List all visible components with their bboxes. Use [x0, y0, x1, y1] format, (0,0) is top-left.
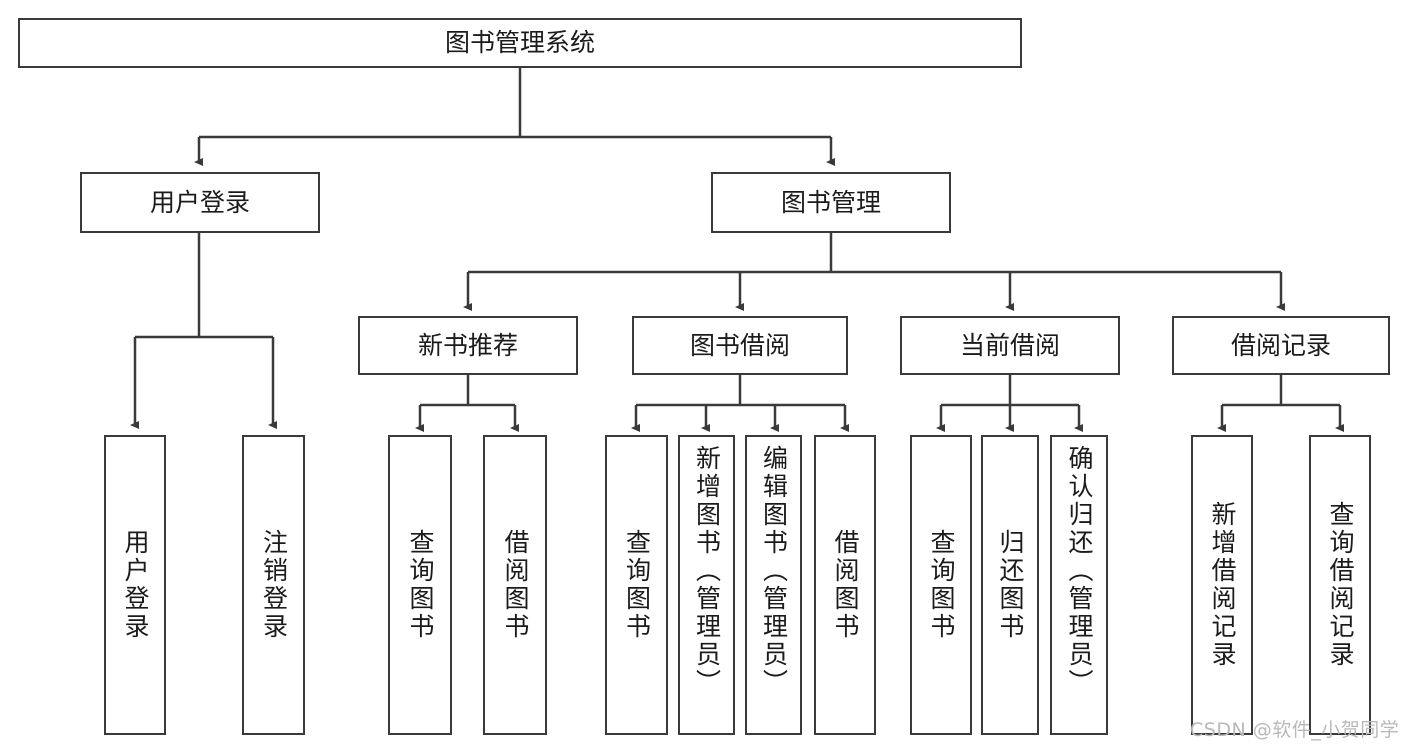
- node-label: 查询借阅记录: [1326, 501, 1355, 669]
- node-label: 查询图书: [622, 529, 652, 641]
- leaf-user-login-login[interactable]: 用户登录: [104, 435, 166, 735]
- node-label: 当前借阅: [959, 330, 1060, 360]
- leaf-user-login-logout[interactable]: 注销登录: [242, 435, 305, 735]
- node-root-book-management-system[interactable]: 图书管理系统: [18, 18, 1022, 68]
- node-label: 新增借阅记录: [1208, 501, 1237, 669]
- node-label: 图书借阅: [689, 330, 790, 360]
- node-label: 借阅图书: [831, 529, 860, 641]
- node-label: 确认归还（管理员）: [1065, 445, 1094, 697]
- leaf-record-query-record[interactable]: 查询借阅记录: [1309, 435, 1371, 735]
- node-label: 查询图书: [406, 529, 435, 641]
- node-label: 新书推荐: [417, 330, 518, 360]
- node-book-borrow[interactable]: 图书借阅: [632, 316, 848, 375]
- leaf-borrow-add-book-admin[interactable]: 新增图书（管理员）: [678, 435, 735, 735]
- leaf-borrow-query-book[interactable]: 查询图书: [605, 435, 668, 735]
- leaf-current-confirm-return-admin[interactable]: 确认归还（管理员）: [1050, 435, 1108, 735]
- node-label: 归还图书: [996, 529, 1025, 641]
- leaf-new-book-borrow-book[interactable]: 借阅图书: [483, 435, 547, 735]
- leaf-current-return-book[interactable]: 归还图书: [981, 435, 1039, 735]
- node-user-login[interactable]: 用户登录: [80, 172, 320, 233]
- node-label: 注销登录: [259, 529, 289, 641]
- watermark-text: CSDN @软件_小贺同学: [1190, 719, 1400, 741]
- leaf-borrow-edit-book-admin[interactable]: 编辑图书（管理员）: [745, 435, 802, 735]
- node-label: 编辑图书（管理员）: [759, 445, 789, 697]
- node-book-management[interactable]: 图书管理: [711, 172, 951, 233]
- csdn-watermark: CSDN @软件_小贺同学: [1190, 715, 1399, 742]
- node-label: 用户登录: [149, 187, 250, 217]
- node-label: 查询图书: [927, 529, 956, 641]
- node-borrow-record[interactable]: 借阅记录: [1172, 316, 1390, 375]
- node-label: 用户登录: [121, 529, 150, 641]
- node-label: 图书管理系统: [444, 28, 595, 57]
- node-label: 图书管理: [780, 187, 881, 217]
- node-label: 借阅记录: [1230, 330, 1331, 360]
- leaf-new-book-query-book[interactable]: 查询图书: [388, 435, 452, 735]
- node-label: 借阅图书: [501, 529, 530, 641]
- node-current-borrow[interactable]: 当前借阅: [900, 316, 1120, 375]
- node-label: 新增图书（管理员）: [692, 445, 722, 697]
- leaf-borrow-borrow-book[interactable]: 借阅图书: [814, 435, 876, 735]
- node-new-book-recommend[interactable]: 新书推荐: [358, 316, 578, 375]
- leaf-record-add-record[interactable]: 新增借阅记录: [1191, 435, 1253, 735]
- leaf-current-query-book[interactable]: 查询图书: [910, 435, 972, 735]
